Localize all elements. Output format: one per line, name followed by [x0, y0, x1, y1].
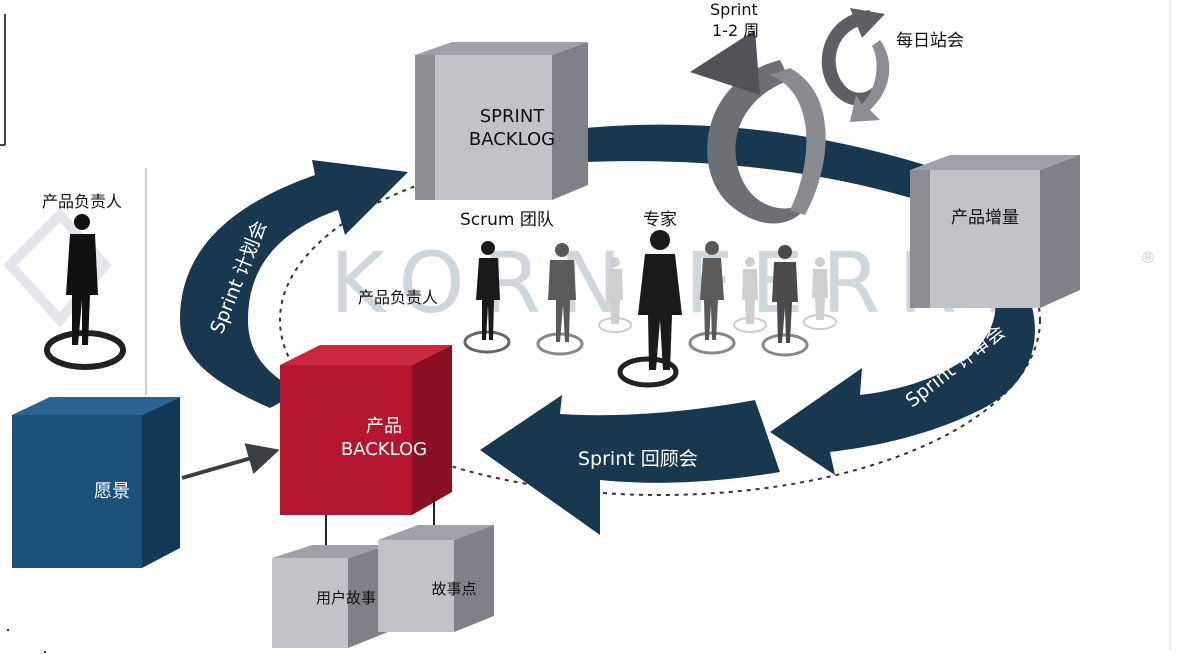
scrum-team-label: Scrum 团队	[460, 210, 554, 230]
product-increment-box	[910, 155, 1080, 308]
daily-standup-arrow	[821, 8, 890, 122]
product-backlog-box	[280, 345, 452, 515]
cycle-band	[180, 124, 1035, 535]
watermark-logo-shape	[3, 207, 112, 328]
cycle-band-top	[585, 124, 925, 200]
product-backlog-label-line2: BACKLOG	[341, 439, 427, 460]
watermark-registered-mark: ®	[1140, 248, 1156, 267]
speck	[6, 628, 10, 632]
product-owner-figure	[44, 214, 126, 370]
team-figures	[463, 230, 837, 388]
retrospective-arrow	[480, 395, 780, 535]
vision-to-backlog-arrow	[181, 443, 280, 480]
team-product-owner-label: 产品负责人	[358, 288, 438, 307]
story-points-label: 故事点	[431, 580, 476, 598]
user-story-label: 用户故事	[316, 589, 376, 607]
vision-box	[12, 397, 180, 568]
sprint-cycle-arrow	[690, 30, 826, 224]
story-points-box	[378, 525, 494, 632]
sprint-duration-label: Sprint	[710, 0, 758, 19]
vision-label: 愿景	[94, 481, 130, 502]
sprint-backlog-box	[415, 42, 588, 200]
sprint-backlog-label-line1: SPRINT	[480, 106, 546, 127]
product-backlog-label-line1: 产品	[366, 416, 402, 437]
user-story-box	[272, 545, 388, 648]
speck	[43, 650, 47, 654]
sprint-duration-weeks: 1-2 周	[712, 21, 759, 40]
review-arrow	[770, 300, 1035, 475]
planning-arrow	[180, 160, 408, 408]
product-owner-left-label: 产品负责人	[42, 192, 122, 211]
expert-label: 专家	[643, 210, 677, 230]
product-increment-label: 产品增量	[951, 208, 1019, 228]
sprint-retrospective-label: Sprint 回顾会	[578, 448, 698, 470]
daily-standup-label: 每日站会	[896, 31, 964, 51]
sprint-backlog-label-line2: BACKLOG	[469, 129, 555, 150]
